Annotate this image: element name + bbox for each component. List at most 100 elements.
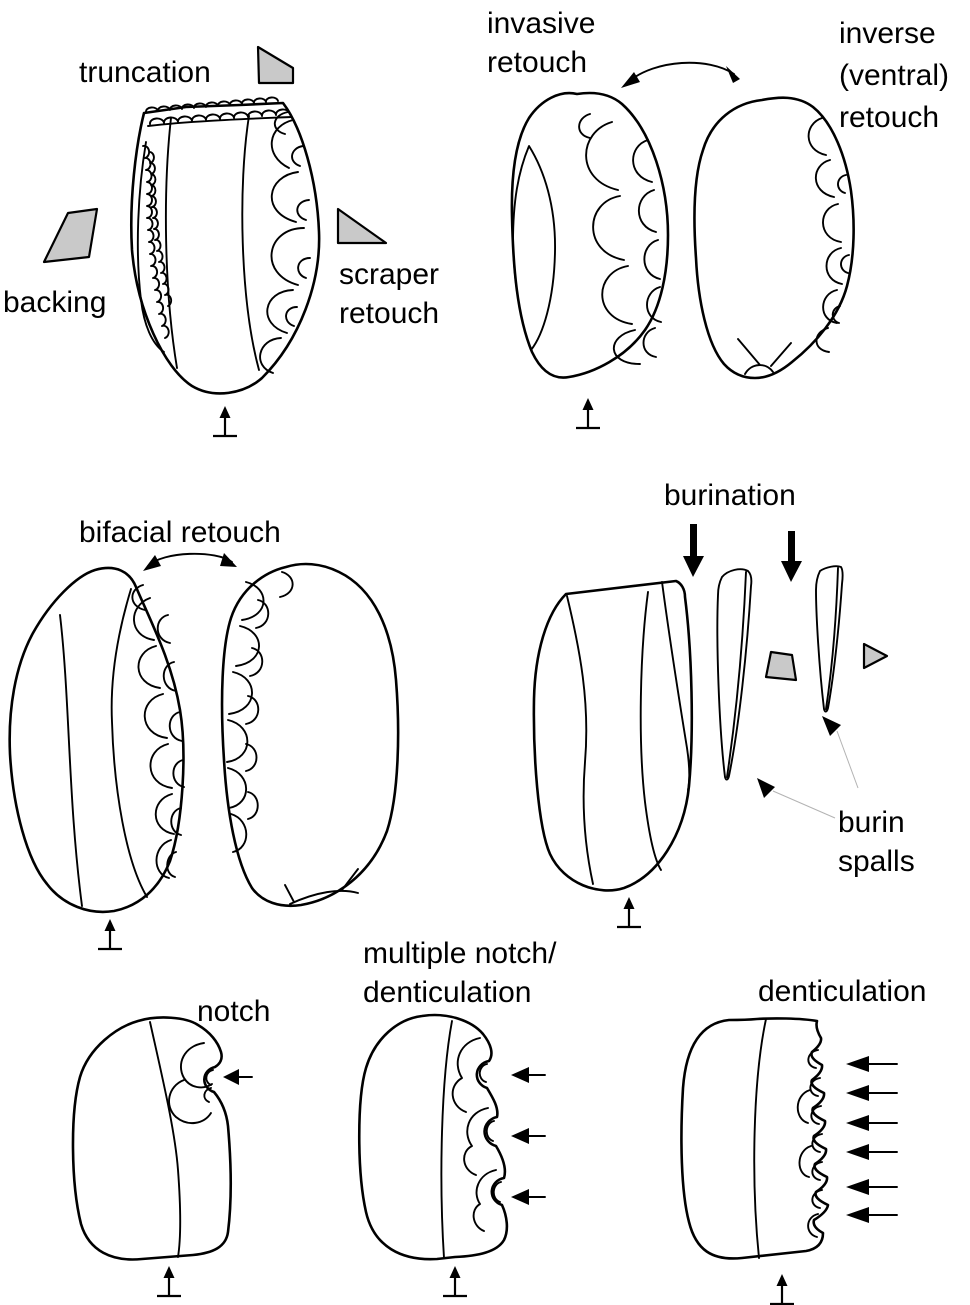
label-line: denticulation bbox=[758, 975, 927, 1008]
direction-arrow-icon bbox=[511, 1067, 529, 1083]
label-line: denticulation bbox=[363, 976, 532, 1009]
flip-arrow-left-head bbox=[621, 72, 640, 88]
label-burination: burination bbox=[664, 476, 796, 515]
backing-scars bbox=[136, 141, 173, 353]
direction-arrow-icon bbox=[846, 1056, 869, 1072]
notch-scars bbox=[168, 1042, 214, 1124]
label-line: burin bbox=[838, 806, 905, 839]
label-line: (ventral) bbox=[839, 59, 950, 92]
dorsal-flake-outline bbox=[510, 91, 670, 379]
panel-invasive-inverse-retouch bbox=[510, 61, 855, 430]
flip-arrow-arc bbox=[147, 552, 233, 567]
label-line: truncation bbox=[79, 56, 211, 89]
orientation-arrow-icon bbox=[615, 895, 643, 929]
label-line: inverse bbox=[839, 17, 936, 50]
direction-arrow-icon bbox=[846, 1179, 869, 1195]
ventral-flake-outline bbox=[693, 96, 855, 380]
burin-blade-outline bbox=[532, 579, 694, 892]
percussion-arrow-icon bbox=[683, 524, 704, 577]
obverse-edge-scars bbox=[131, 584, 185, 879]
flip-arrow-right-head bbox=[220, 553, 237, 567]
label-bifacial-retouch: bifacial retouch bbox=[79, 513, 281, 552]
reverse-face-outline bbox=[220, 562, 400, 908]
obverse-ridge-lines bbox=[59, 588, 148, 907]
label-denticulation: denticulation bbox=[758, 972, 926, 1011]
truncation-cross-section-icon bbox=[256, 45, 295, 85]
invasive-retouch-scars bbox=[578, 113, 662, 365]
panel-truncation-backing-scraper bbox=[42, 45, 388, 438]
bulb-platform-marks bbox=[737, 338, 792, 375]
label-line: invasive bbox=[487, 7, 596, 40]
panel-bifacial-retouch bbox=[8, 552, 400, 951]
leader-arrowhead-icon bbox=[822, 716, 841, 736]
orientation-arrow-icon bbox=[768, 1272, 796, 1305]
direction-arrow-icon bbox=[846, 1115, 869, 1131]
panel-notch bbox=[71, 1016, 253, 1298]
label-line: retouch bbox=[487, 46, 588, 79]
multi-notch-medial-line bbox=[440, 1020, 453, 1259]
panel-multiple-notch bbox=[357, 1013, 546, 1298]
backing-cross-section-icon bbox=[42, 207, 99, 264]
cortex-stipple-area bbox=[512, 145, 556, 351]
multi-notched-flake-outline bbox=[357, 1013, 509, 1261]
label-burin-spalls: burin spalls bbox=[838, 803, 915, 881]
panel-burination bbox=[532, 524, 889, 929]
label-line: multiple notch/ bbox=[363, 937, 557, 970]
reverse-edge-scars bbox=[226, 571, 294, 853]
denticulation-medial-line bbox=[753, 1018, 767, 1259]
label-truncation: truncation bbox=[79, 53, 211, 92]
reverse-bulb-marks bbox=[284, 868, 359, 905]
leader-line bbox=[836, 730, 859, 789]
burin-spall-1-outline bbox=[716, 568, 753, 781]
burin-cross-section-icon bbox=[764, 650, 798, 682]
label-line: burination bbox=[664, 479, 796, 512]
orientation-arrow-icon bbox=[155, 1264, 183, 1298]
flake-outline bbox=[129, 101, 321, 395]
label-line: scraper bbox=[339, 258, 440, 291]
notch-medial-line bbox=[149, 1021, 182, 1258]
scraper-retouch-scars bbox=[259, 111, 311, 374]
denticulation-tooth-scars bbox=[796, 1049, 823, 1238]
orientation-arrow-icon bbox=[574, 396, 602, 430]
direction-arrow-icon bbox=[846, 1207, 869, 1223]
label-backing: backing bbox=[3, 283, 106, 322]
label-multiple-notch-denticulation: multiple notch/ denticulation bbox=[363, 934, 556, 1012]
label-line: retouch bbox=[839, 101, 940, 134]
label-scraper-retouch: scraper retouch bbox=[339, 255, 439, 333]
label-notch: notch bbox=[197, 992, 270, 1031]
orientation-arrow-icon bbox=[211, 404, 239, 438]
obverse-face-outline bbox=[8, 566, 185, 914]
label-inverse-ventral-retouch: inverse (ventral) retouch bbox=[839, 13, 949, 139]
direction-arrow-icon bbox=[511, 1189, 529, 1205]
panel-denticulation bbox=[680, 1017, 898, 1305]
label-line: notch bbox=[197, 995, 271, 1028]
direction-arrow-icon bbox=[846, 1144, 869, 1160]
label-invasive-retouch: invasive retouch bbox=[487, 4, 595, 82]
leader-arrowhead-icon bbox=[757, 778, 775, 798]
direction-arrow-icon bbox=[511, 1128, 529, 1144]
direction-arrow-icon bbox=[223, 1069, 239, 1085]
percussion-arrow-icon bbox=[781, 531, 802, 582]
denticulated-flake-outline bbox=[680, 1017, 830, 1260]
burin-blade-ridges bbox=[566, 581, 691, 885]
truncation-scars bbox=[145, 96, 292, 127]
orientation-arrow-icon bbox=[96, 917, 124, 951]
label-line: bifacial retouch bbox=[79, 516, 281, 549]
notched-flake-outline bbox=[71, 1016, 232, 1261]
spall-cross-section-icon bbox=[862, 642, 889, 670]
label-line: backing bbox=[3, 286, 107, 319]
burin-spall-2-outline bbox=[815, 565, 844, 713]
inverse-retouch-scars bbox=[807, 117, 850, 353]
ridge-lines bbox=[164, 115, 260, 371]
orientation-arrow-icon bbox=[441, 1264, 469, 1298]
direction-arrow-icon bbox=[846, 1085, 869, 1101]
leader-line bbox=[772, 790, 836, 819]
flip-arrow-arc bbox=[627, 61, 735, 83]
label-line: retouch bbox=[339, 297, 440, 330]
flip-arrow-right-head bbox=[726, 66, 740, 83]
label-line: spalls bbox=[838, 845, 915, 878]
flip-arrow-left-head bbox=[143, 555, 161, 571]
scraper-cross-section-icon bbox=[336, 207, 388, 245]
